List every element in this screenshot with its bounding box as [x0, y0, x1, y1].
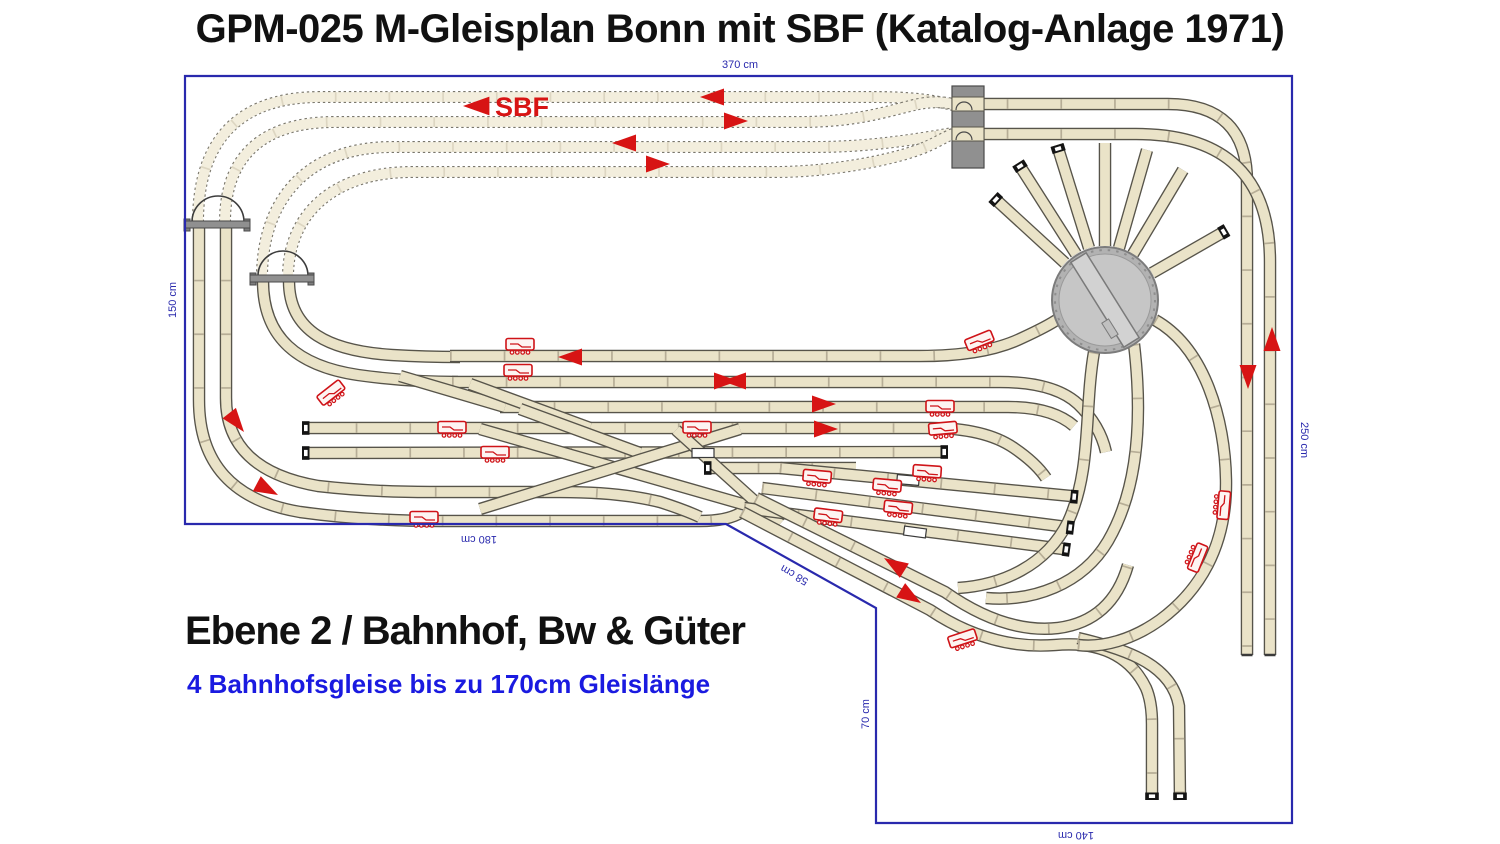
- buffer-stops: [302, 143, 1276, 800]
- page-title: GPM-025 M-Gleisplan Bonn mit SBF (Katalo…: [196, 7, 1285, 51]
- turntable-ring: [1054, 249, 1156, 351]
- buffer-stop: [1145, 792, 1159, 800]
- locomotive-icon: [925, 399, 955, 418]
- locomotive-icon: [927, 420, 959, 441]
- station-track-1: [450, 319, 1058, 356]
- sbf-track: [262, 133, 953, 277]
- tunnel-portal-left-lower: [249, 250, 315, 286]
- level-caption: Ebene 2 / Bahnhof, Bw & Güter: [185, 609, 745, 653]
- dimension-bottom: 140 cm: [1058, 829, 1094, 841]
- dimension-right: 250 cm: [1298, 422, 1310, 458]
- buffer-stop: [704, 461, 712, 475]
- buffer-stop: [302, 446, 310, 460]
- locomotive-icon: [480, 445, 510, 464]
- locomotive-icon: [946, 627, 980, 653]
- track-length-note: 4 Bahnhofsgleise bis zu 170cm Gleislänge: [187, 669, 710, 699]
- buffer-stop: [940, 445, 948, 459]
- sbf-label: SBF: [463, 92, 549, 122]
- dimension-diagonal: 58 cm: [779, 562, 811, 587]
- sbf-track: [288, 134, 953, 277]
- locomotive-icon: [1211, 489, 1232, 521]
- buffer-stop: [1173, 792, 1187, 800]
- uncoupler: [691, 447, 715, 459]
- baseplate-outline: [183, 74, 1294, 825]
- hidden-staging-tracks: [198, 97, 953, 277]
- sbf-label-text: SBF: [495, 92, 549, 122]
- buffer-stop: [1069, 489, 1079, 504]
- locomotive-icon: [882, 499, 914, 520]
- dimension-top: 370 cm: [722, 59, 758, 71]
- turntable-stub: [1152, 230, 1227, 273]
- turntable-approach-east: [1078, 320, 1226, 646]
- turntable-bridge: [1069, 251, 1141, 349]
- dimension-notch: 70 cm: [860, 699, 872, 729]
- locomotive-icon: [871, 477, 903, 498]
- locomotive-icon: [315, 378, 349, 410]
- portal-curve-inner: [289, 281, 460, 357]
- locomotive-icon: [437, 420, 467, 439]
- buffer-stop: [302, 421, 310, 435]
- turntable: [1051, 246, 1159, 354]
- locomotive-icon: [682, 420, 712, 439]
- tunnel-portal-right: [951, 85, 985, 169]
- dimension-bottom-left: 180 cm: [461, 533, 497, 545]
- locomotive-icon: [801, 468, 833, 489]
- tunnel-portal-left-upper: [183, 195, 251, 232]
- dimension-left: 150 cm: [167, 282, 179, 318]
